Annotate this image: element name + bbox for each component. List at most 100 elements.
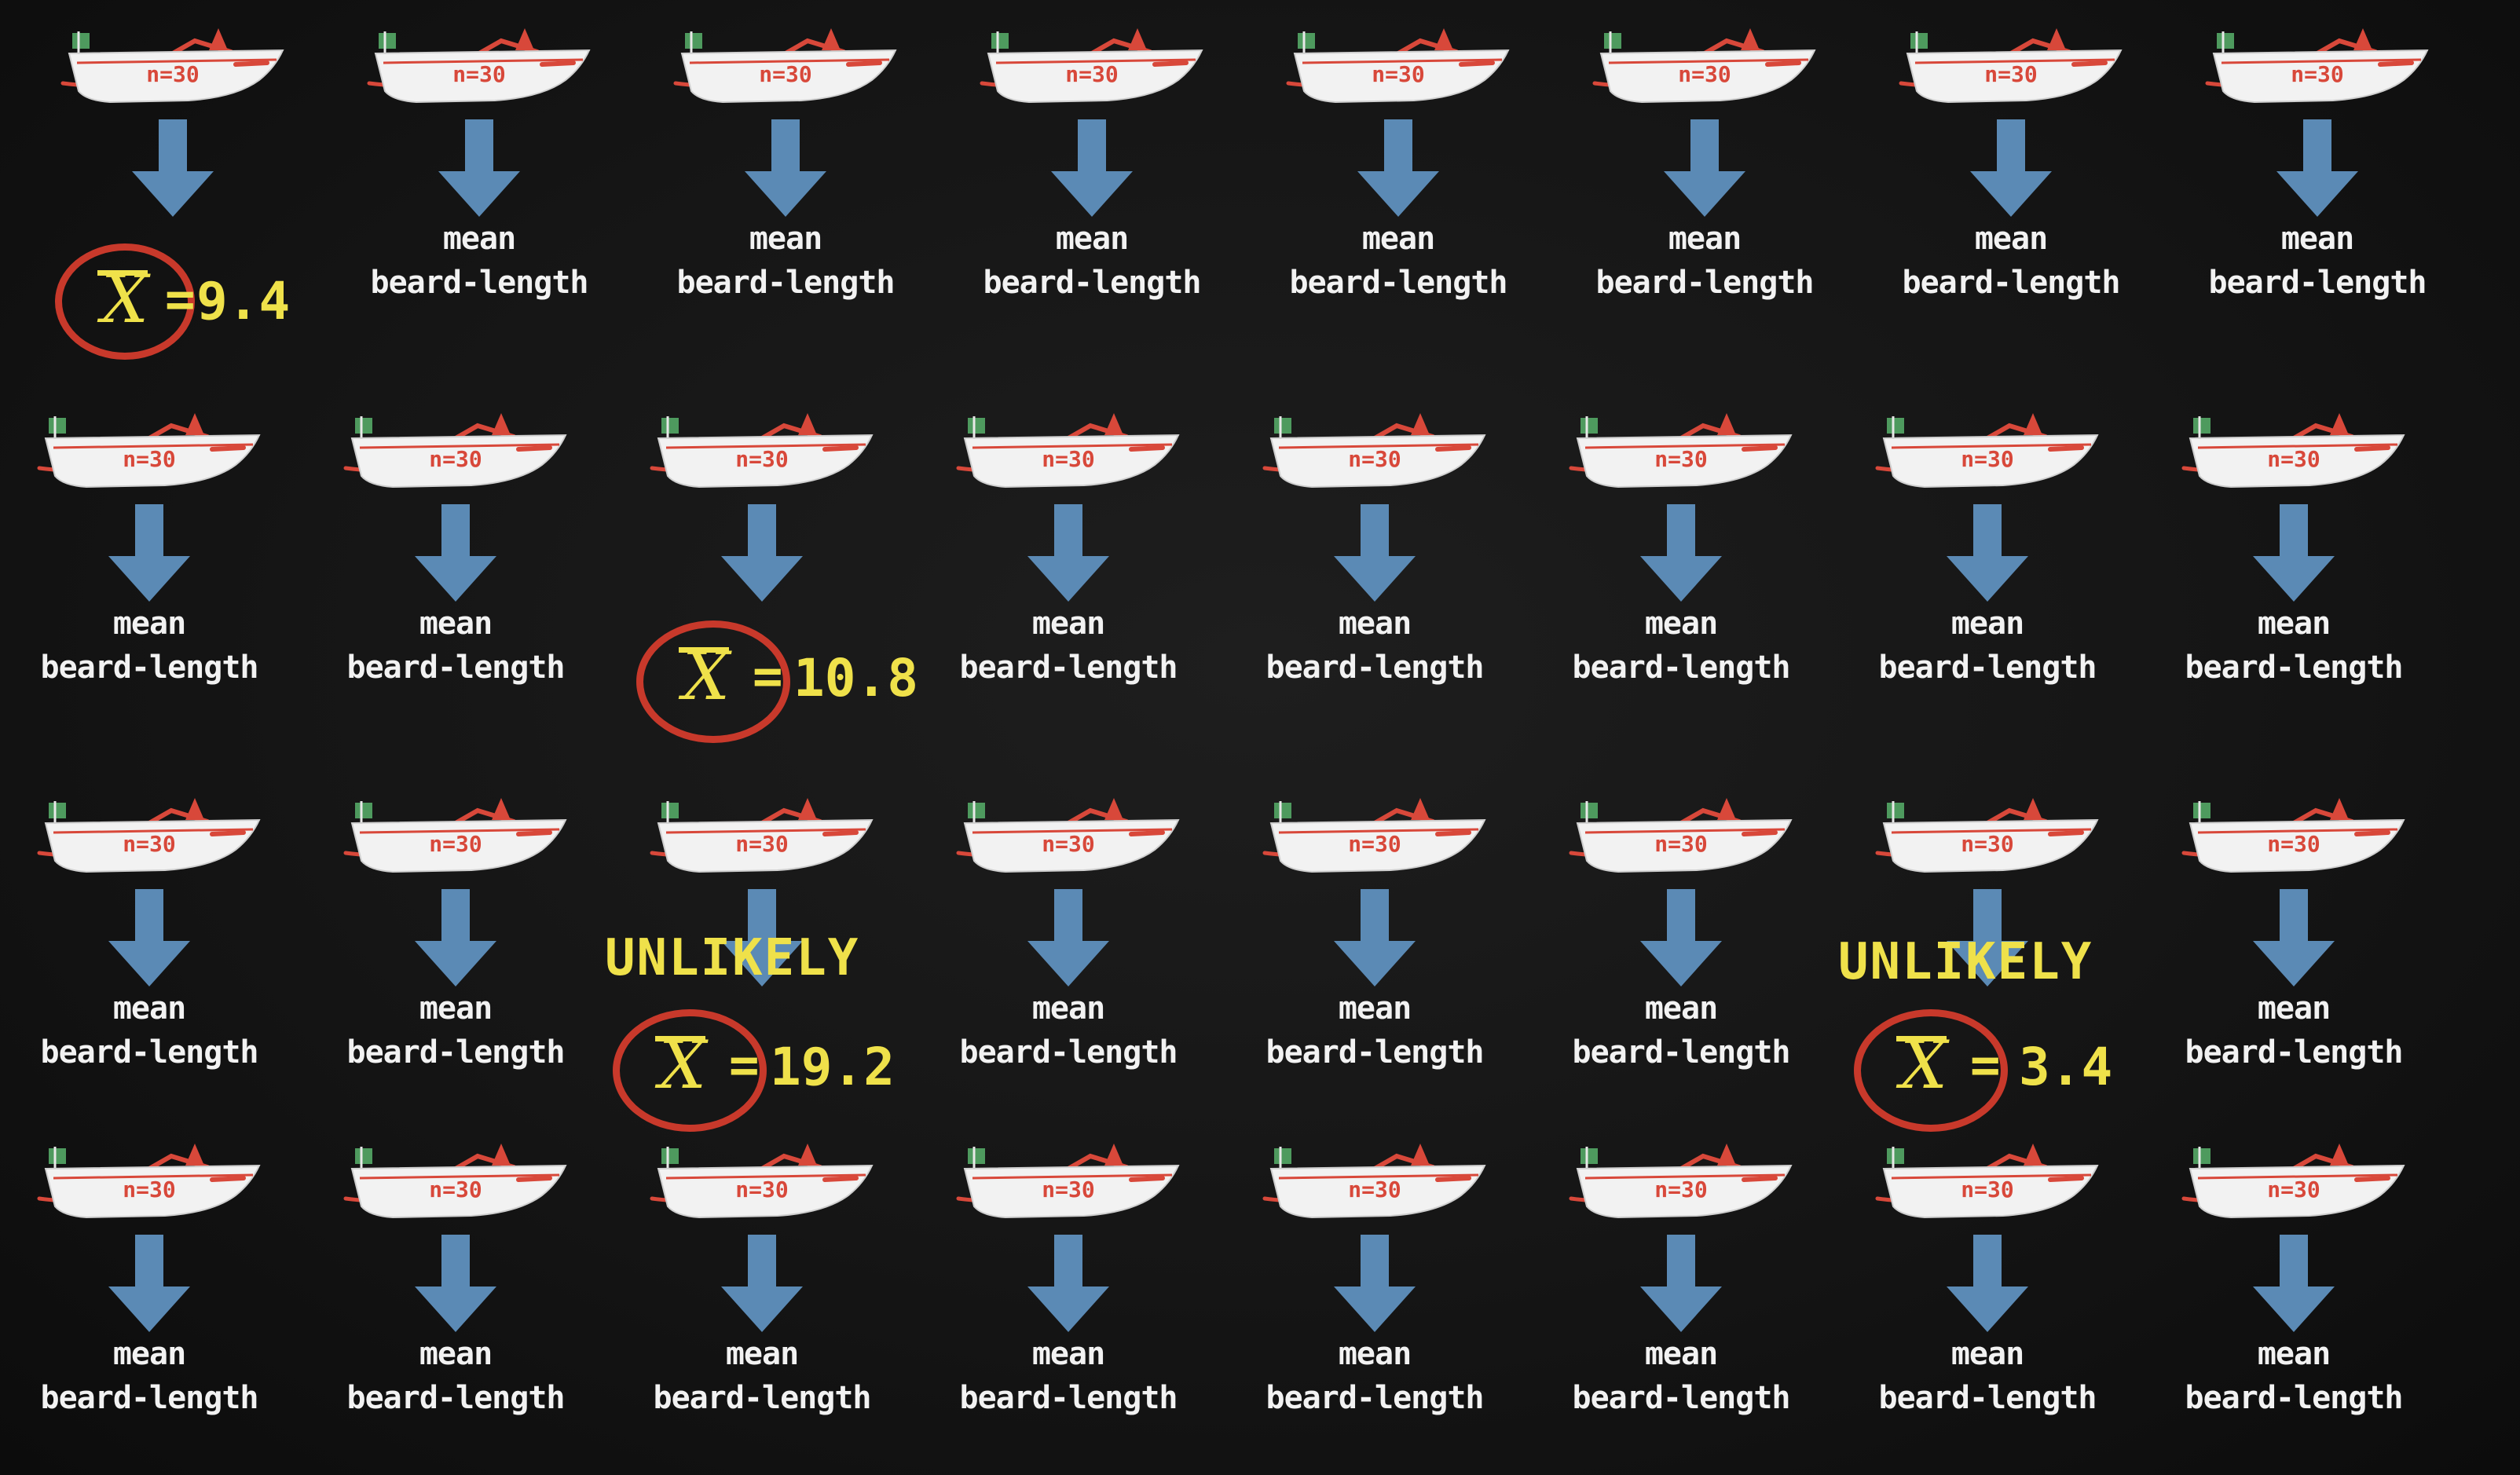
equals-sign: = <box>753 648 783 706</box>
down-arrow-icon <box>1328 504 1422 605</box>
sample-size-label: n=30 <box>452 61 505 87</box>
boat-icon: n=30 <box>974 16 1210 134</box>
down-arrow-icon <box>432 119 526 220</box>
boat-icon: n=30 <box>31 1131 267 1249</box>
sample-mean-value: 10.8 <box>793 648 918 708</box>
down-arrow-icon <box>126 119 220 220</box>
boat-icon: n=30 <box>668 16 903 134</box>
sample-size-label: n=30 <box>2267 1177 2320 1202</box>
boat-icon: n=30 <box>950 401 1186 518</box>
sample-size-label: n=30 <box>1042 1177 1094 1202</box>
boat-icon: n=30 <box>950 1131 1186 1249</box>
sample-size-label: n=30 <box>1961 1177 2013 1202</box>
down-arrow-icon <box>102 889 196 990</box>
down-arrow-icon <box>1940 504 2035 605</box>
down-arrow-icon <box>2247 889 2341 990</box>
sample-size-label: n=30 <box>429 1177 482 1202</box>
boat-icon: n=30 <box>950 785 1186 903</box>
sample-mean-highlight: X = 9.4 <box>55 243 306 361</box>
sample-size-label: n=30 <box>1348 1177 1401 1202</box>
down-arrow-icon <box>1940 889 2035 990</box>
down-arrow-icon <box>1634 889 1728 990</box>
down-arrow-icon <box>738 119 833 220</box>
boat-icon: n=30 <box>1563 401 1799 518</box>
sample-size-label: n=30 <box>123 446 175 472</box>
sample-size-label: n=30 <box>2267 831 2320 857</box>
boat-icon: n=30 <box>31 785 267 903</box>
sample-mean-highlight: X = 10.8 <box>636 620 918 743</box>
sample-size-label: n=30 <box>429 446 482 472</box>
sample-mean-value: 19.2 <box>770 1037 895 1097</box>
boat-icon: n=30 <box>644 401 880 518</box>
sample-size-label: n=30 <box>123 831 175 857</box>
boat-icon: n=30 <box>1257 785 1493 903</box>
boat-icon: n=30 <box>1563 1131 1799 1249</box>
boat-icon: n=30 <box>361 16 597 134</box>
sample-size-label: n=30 <box>1961 831 2013 857</box>
down-arrow-icon <box>715 1235 809 1335</box>
down-arrow-icon <box>2247 1235 2341 1335</box>
boat-icon: n=30 <box>644 785 880 903</box>
down-arrow-icon <box>2270 119 2364 220</box>
highlight-circle <box>1854 1009 2008 1132</box>
sample-size-label: n=30 <box>1348 446 1401 472</box>
sample-size-label: n=30 <box>1042 446 1094 472</box>
down-arrow-icon <box>1021 1235 1115 1335</box>
down-arrow-icon <box>1328 1235 1422 1335</box>
sample-size-label: n=30 <box>1372 61 1424 87</box>
sample-size-label: n=30 <box>1065 61 1118 87</box>
sample-size-label: n=30 <box>2291 61 2343 87</box>
boat-icon: n=30 <box>2200 16 2435 134</box>
sample-size-label: n=30 <box>1678 61 1731 87</box>
boat-icon: n=30 <box>2176 1131 2412 1249</box>
sample-size-label: n=30 <box>146 61 199 87</box>
boat-icon: n=30 <box>644 1131 880 1249</box>
down-arrow-icon <box>408 1235 503 1335</box>
sample-cell: n=30 UNLIKELY X = 19.2 <box>605 785 896 1132</box>
sample-size-label: n=30 <box>1042 831 1094 857</box>
equals-sign: = <box>165 271 196 329</box>
down-arrow-icon <box>1021 889 1115 990</box>
xbar-symbol: X <box>101 261 148 338</box>
boat-icon: n=30 <box>338 401 573 518</box>
sample-size-label: n=30 <box>1348 831 1401 857</box>
down-arrow-icon <box>2247 504 2341 605</box>
boat-icon: n=30 <box>1587 16 1822 134</box>
down-arrow-icon <box>1045 119 1139 220</box>
sample-mean-highlight: X = 3.4 <box>1854 1009 2112 1132</box>
